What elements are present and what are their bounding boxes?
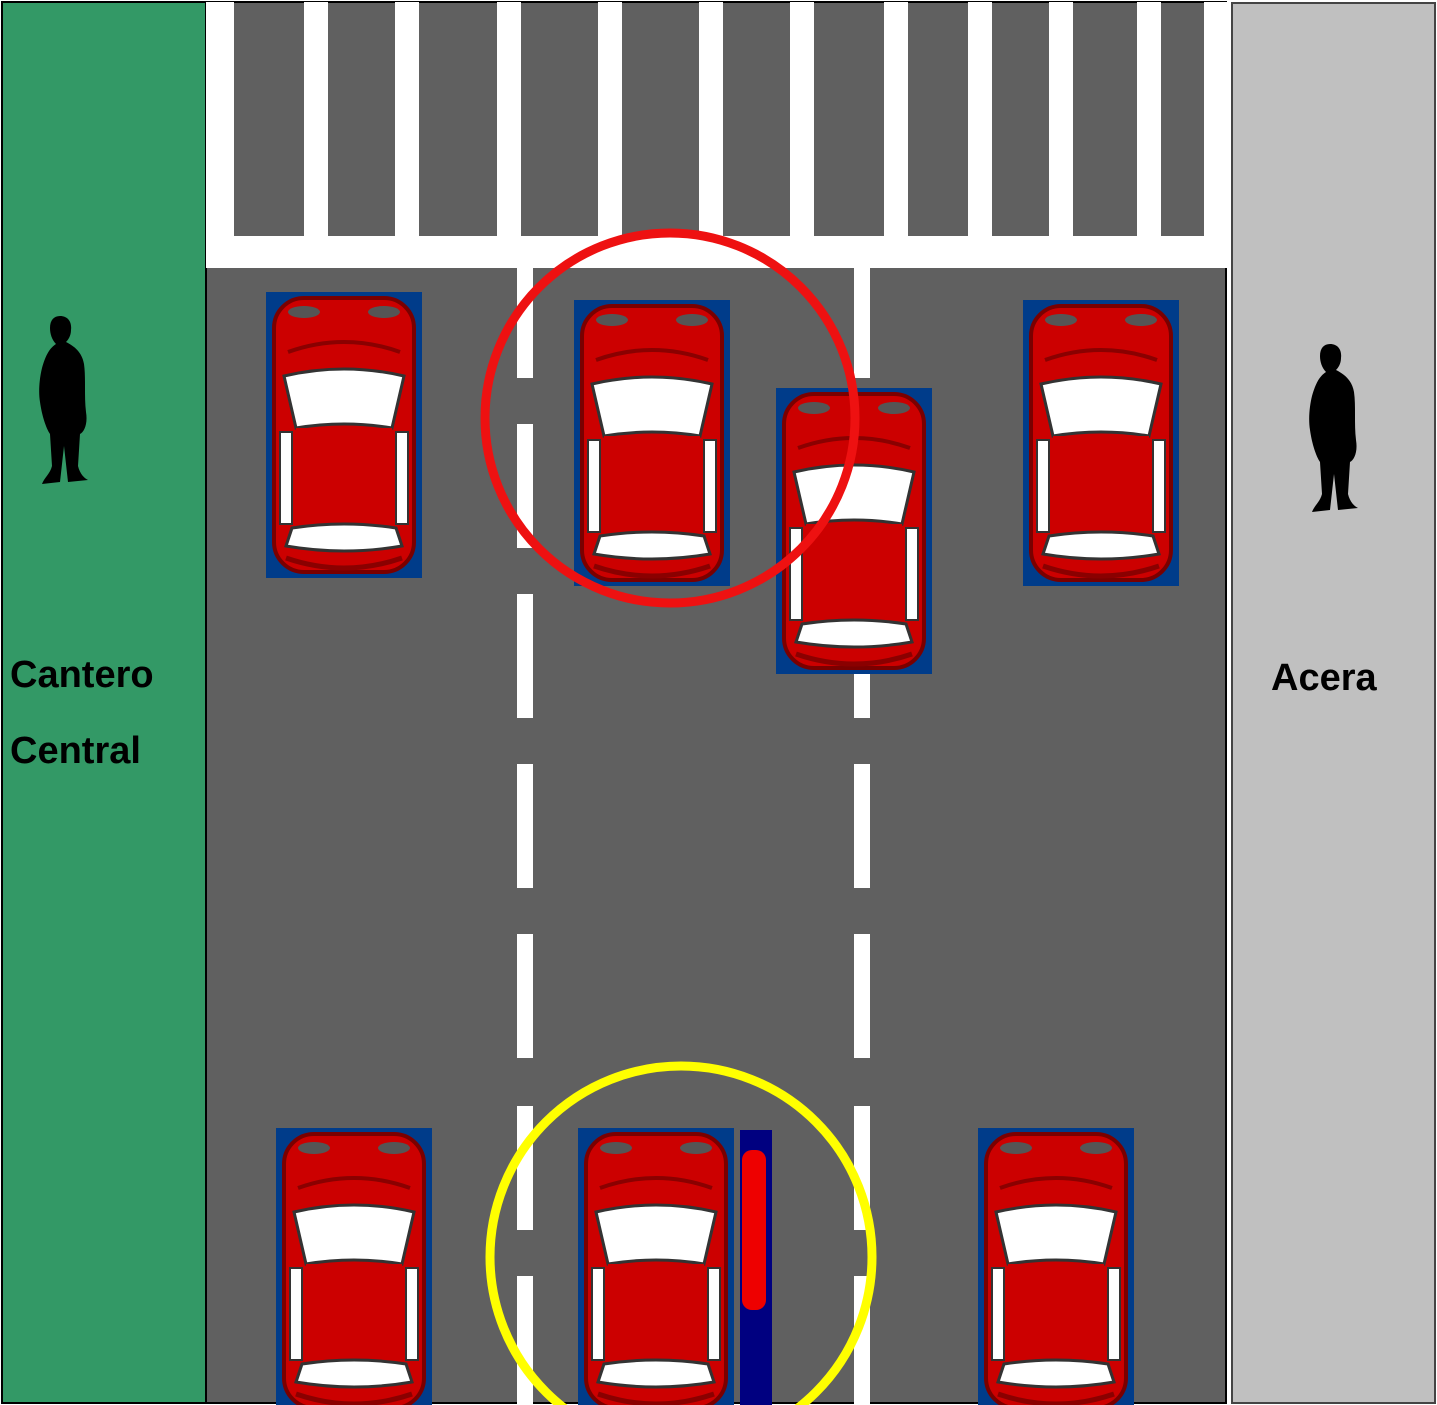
car-icon: [978, 1128, 1134, 1405]
sidewalk-label: Acera: [1271, 659, 1377, 697]
car-icon: [574, 300, 730, 586]
car-icon: [276, 1128, 432, 1405]
median-label-line2: Central: [10, 732, 141, 770]
car-icon: [740, 1130, 772, 1405]
car-icon: [266, 292, 422, 578]
median-label-line1: Cantero: [10, 656, 154, 694]
median-strip: [2, 2, 206, 1403]
car-icon: [1023, 300, 1179, 586]
car-icon: [578, 1128, 734, 1405]
sidewalk: [1232, 3, 1435, 1403]
